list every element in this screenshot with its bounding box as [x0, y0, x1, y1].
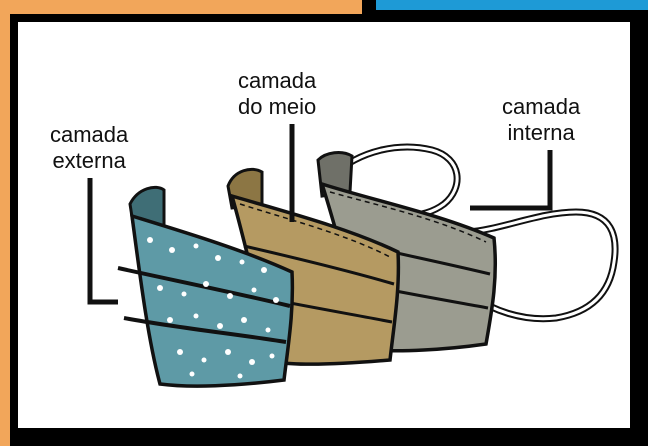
label-outer-line2: externa	[50, 148, 128, 174]
label-middle-line1: camada	[238, 68, 316, 94]
label-middle-line2: do meio	[238, 94, 316, 120]
label-middle-layer: camada do meio	[238, 68, 316, 120]
frame-edge-orange	[0, 0, 10, 446]
label-outer-layer: camada externa	[50, 122, 128, 174]
frame-corner-blue	[376, 0, 648, 10]
label-outer-line1: camada	[50, 122, 128, 148]
label-inner-line1: camada	[502, 94, 580, 120]
label-inner-line2: interna	[502, 120, 580, 146]
label-inner-layer: camada interna	[502, 94, 580, 146]
frame-corner-orange	[0, 0, 362, 14]
